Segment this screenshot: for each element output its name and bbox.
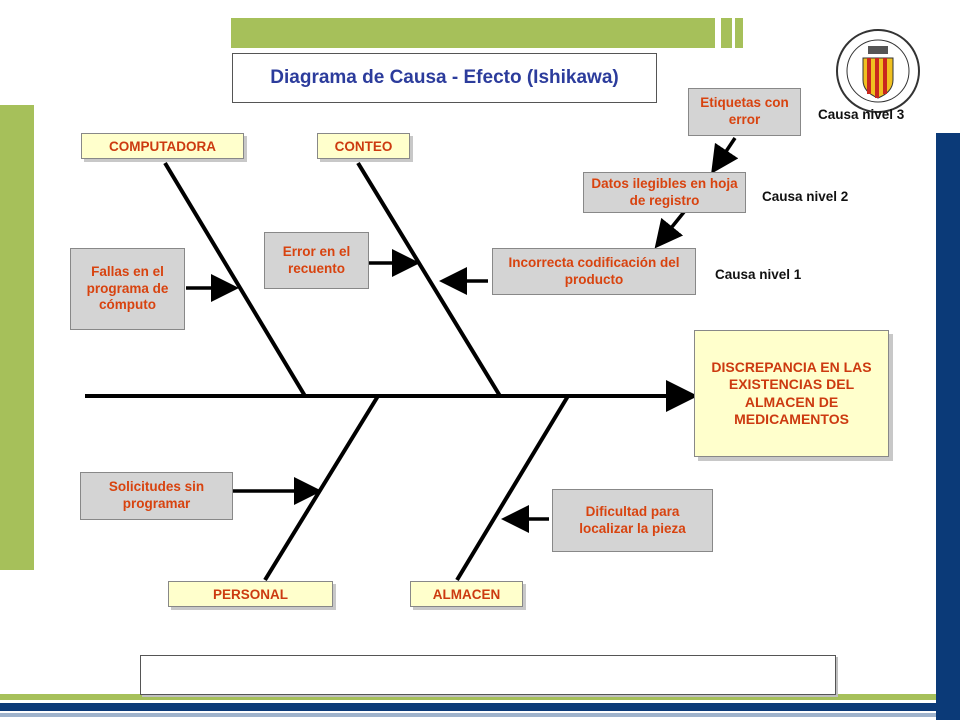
cause-incorrecta-codificacion: Incorrecta codificación del producto (492, 248, 696, 295)
bone-personal (263, 394, 380, 582)
arrow-datos (654, 210, 686, 249)
footer-note-box (140, 655, 836, 695)
cause-etiquetas-error: Etiquetas con error (688, 88, 801, 136)
level-label-3: Causa nivel 3 (818, 107, 905, 122)
arrow-etiquetas (711, 137, 739, 174)
cause-solicitudes-sin-programar: Solicitudes sin programar (80, 472, 233, 520)
left-green-bar (0, 105, 34, 570)
top-green-bar-segment-2 (735, 18, 743, 48)
cause-datos-ilegibles: Datos ilegibles en hoja de registro (583, 172, 746, 213)
level-label-2: Causa nivel 2 (762, 189, 849, 204)
effect-box: DISCREPANCIA EN LAS EXISTENCIAS DEL ALMA… (694, 330, 889, 457)
level-label-1: Causa nivel 1 (715, 267, 802, 282)
top-green-bar (231, 18, 715, 48)
cause-dificultad-localizar: Dificultad para localizar la pieza (552, 489, 713, 552)
category-almacen: ALMACEN (410, 581, 523, 607)
category-computadora: COMPUTADORA (81, 133, 244, 159)
title-box: Diagrama de Causa - Efecto (Ishikawa) (232, 53, 657, 103)
cause-fallas-programa: Fallas en el programa de cómputo (70, 248, 185, 330)
right-navy-bar (936, 133, 960, 720)
diagram-title: Diagrama de Causa - Efecto (Ishikawa) (270, 67, 619, 88)
bone-almacen (455, 394, 570, 582)
bottom-green-stripe (0, 694, 936, 700)
bottom-light-stripe (0, 713, 936, 717)
bottom-navy-stripe (0, 703, 936, 711)
top-green-bar-segment-1 (721, 18, 732, 48)
cause-error-recuento: Error en el recuento (264, 232, 369, 289)
university-seal-icon (836, 29, 920, 113)
bone-conteo (356, 161, 502, 398)
category-personal: PERSONAL (168, 581, 333, 607)
category-conteo: CONTEO (317, 133, 410, 159)
